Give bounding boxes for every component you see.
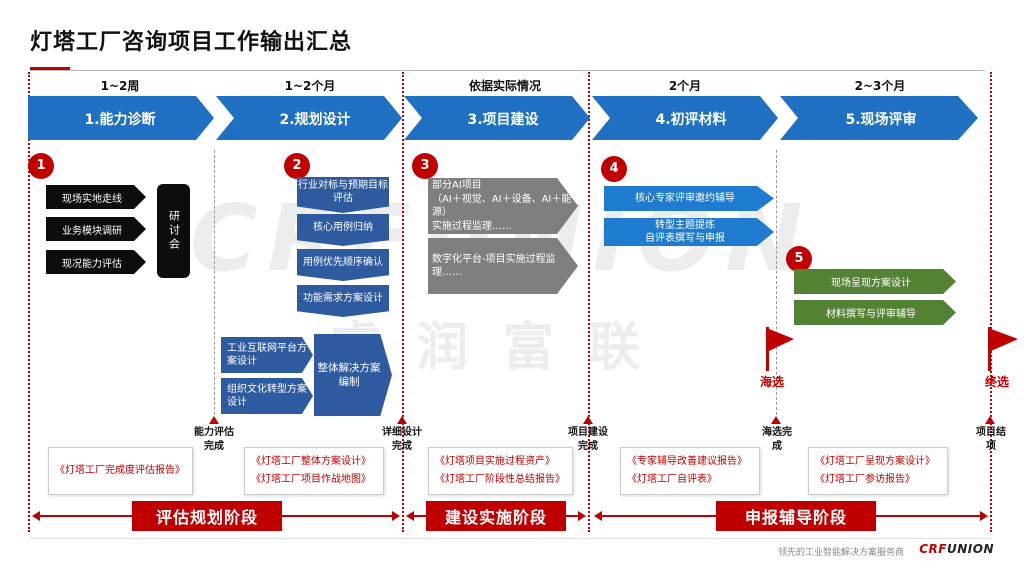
- flag-icon: [766, 327, 794, 371]
- phase-chevron-bar: [28, 96, 978, 140]
- stage-label: 评估规划阶段: [132, 501, 282, 531]
- duration-label: 1~2周: [100, 79, 140, 93]
- stage-arrowhead-right: [578, 511, 586, 521]
- step3-digital-platform: 数字化平台-项目实施过程监理……: [428, 238, 578, 294]
- step1-item: 现况能力评估: [46, 250, 146, 274]
- step-badge: 4: [601, 156, 627, 182]
- milestone-label: 详细设计完成: [382, 427, 422, 452]
- phase-label: 4.初评材料: [655, 112, 727, 128]
- deliverable-card: 《灯塔项目实施过程资产》 《灯塔工厂阶段性总结报告》: [428, 447, 573, 495]
- step2-arrow: 工业互联网平台方案设计: [221, 337, 313, 373]
- deliverable-card: 《灯塔工厂呈现方案设计》 《灯塔工厂参访报告》: [808, 447, 948, 495]
- deliverable-card: 《专家辅导改善建议报告》 《灯塔工厂自评表》: [620, 447, 760, 495]
- phase-chevron: [28, 96, 214, 140]
- overall-solution-arrow: 整体解决方案编制: [314, 334, 392, 416]
- deliverable-item: 《灯塔工厂自评表》: [627, 474, 717, 485]
- step2-chevron: 用例优先顺序确认: [297, 249, 389, 281]
- deliverable-card: 《灯塔工厂完成度评估报告》: [48, 447, 193, 495]
- footer-tagline: 领先的工业智能解决方案服务商: [777, 548, 904, 558]
- step2-chevron: 核心用例归纳: [297, 214, 389, 246]
- milestone-marker: [209, 416, 219, 424]
- stage-arrowhead-left: [406, 511, 414, 521]
- duration-label: 1~2个月: [284, 79, 336, 93]
- step5-item: 现场呈现方案设计: [794, 269, 956, 294]
- deliverable-item: 《灯塔工厂完成度评估报告》: [55, 465, 185, 476]
- milestone-label: 项目建设完成: [568, 427, 608, 452]
- stage-arrowhead-left: [594, 511, 602, 521]
- phase-label: 5.现场评审: [845, 112, 917, 128]
- phase-chevron: [592, 96, 778, 140]
- step-badge: 1: [28, 153, 54, 179]
- step1-item: 现场实地走线: [46, 185, 146, 209]
- step3-ai-projects: 部分AI项目 （AI＋视觉、AI＋设备、AI＋能源） 实施过程监理……: [428, 178, 578, 234]
- stage-label: 申报辅导阶段: [716, 501, 876, 531]
- stage-label: 建设实施阶段: [426, 501, 566, 531]
- step-badge: 3: [412, 153, 438, 179]
- deliverable-item: 《灯塔工厂整体方案设计》: [251, 456, 371, 467]
- phase-label: 2.规划设计: [279, 112, 351, 128]
- step-badge: 2: [284, 153, 310, 179]
- phase-guide-line: [776, 150, 777, 415]
- phase-chevron: [216, 96, 402, 140]
- timeline-divider: [990, 72, 992, 532]
- phase-label: 3.项目建设: [467, 112, 539, 128]
- phase-chevron: [780, 96, 978, 140]
- milestone-marker: [771, 416, 781, 424]
- company-logo: CRFUNION: [919, 542, 994, 556]
- stage-arrowhead-right: [980, 511, 988, 521]
- workshop-box: 研讨会: [157, 184, 190, 278]
- phase-chevron: [404, 96, 590, 140]
- deliverable-card: 《灯塔工厂整体方案设计》 《灯塔工厂项目作战地图》: [244, 447, 384, 495]
- step4-item: 核心专家评审邀约辅导: [604, 186, 774, 211]
- phase-guide-line: [214, 150, 215, 415]
- step2-chevron: 功能需求方案设计: [297, 285, 389, 317]
- title-accent-line: [30, 67, 70, 70]
- step5-item: 材料撰写与评审辅导: [794, 300, 956, 325]
- milestone-label: 能力评估完成: [194, 427, 234, 452]
- timeline-divider: [402, 72, 404, 532]
- stage-arrowhead-left: [32, 511, 40, 521]
- top-divider: [30, 70, 985, 71]
- step-badge: 5: [786, 246, 812, 272]
- timeline-divider: [588, 72, 590, 532]
- phase-label: 1.能力诊断: [84, 112, 156, 128]
- milestone-label: 海选完成: [762, 427, 792, 452]
- step2-arrow: 组织文化转型方案设计: [221, 378, 313, 414]
- milestone-marker: [583, 416, 593, 424]
- deliverable-item: 《灯塔工厂呈现方案设计》: [815, 456, 935, 467]
- step2-chevron: 行业对标与预期目标评估: [297, 177, 389, 213]
- footer-divider: [30, 538, 990, 539]
- deliverable-item: 《专家辅导改善建议报告》: [627, 456, 747, 467]
- flag-label: 海选: [760, 375, 785, 389]
- stage-arrowhead-right: [392, 511, 400, 521]
- flag-label: 终选: [985, 375, 1010, 389]
- duration-label: 2~3个月: [854, 79, 906, 93]
- milestone-label: 项目结项: [976, 427, 1006, 452]
- flag-icon: [988, 327, 1018, 371]
- page-title: 灯塔工厂咨询项目工作输出汇总: [30, 30, 353, 55]
- timeline-divider: [28, 72, 30, 532]
- deliverable-item: 《灯塔项目实施过程资产》: [435, 456, 555, 467]
- deliverable-item: 《灯塔工厂项目作战地图》: [251, 474, 371, 485]
- deliverable-item: 《灯塔工厂参访报告》: [815, 474, 915, 485]
- step1-item: 业务模块调研: [46, 217, 146, 241]
- milestone-marker: [397, 416, 407, 424]
- deliverable-item: 《灯塔工厂阶段性总结报告》: [435, 474, 565, 485]
- duration-label: 依据实际情况: [468, 79, 541, 93]
- step4-item: 转型主题提炼 自评表撰写与申报: [604, 218, 774, 246]
- duration-label: 2个月: [668, 79, 702, 93]
- milestone-marker: [985, 416, 995, 424]
